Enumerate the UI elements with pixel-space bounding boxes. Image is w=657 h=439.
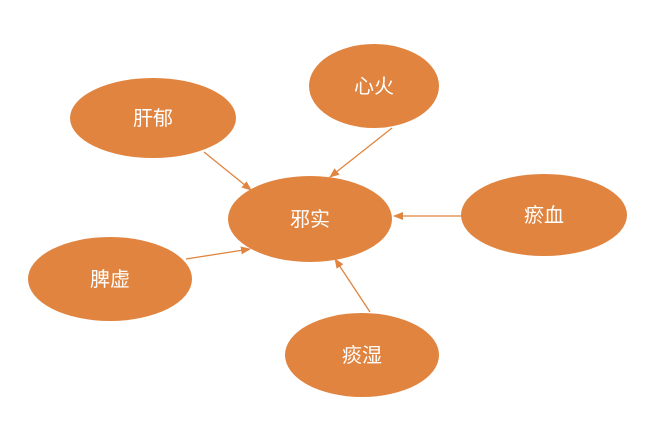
node-label: 肝郁 [133,106,173,130]
edge-pi-xu-to-center [185,246,251,260]
edge-gan-yu-to-center [203,151,252,191]
edge-xin-huo-to-center [329,127,393,178]
node-xin-huo: 心火 [309,44,439,128]
node-center: 邪实 [228,176,392,262]
node-label: 心火 [354,74,394,98]
node-label: 痰湿 [342,343,382,367]
node-label: 邪实 [290,207,330,231]
node-gan-yu: 肝郁 [70,78,236,158]
node-tan-shi: 痰湿 [285,313,439,397]
node-pi-xu: 脾虚 [28,237,192,321]
node-yu-xue: 瘀血 [461,174,627,256]
edge-tan-shi-to-center [334,258,371,313]
node-label: 瘀血 [524,203,564,227]
node-label: 脾虚 [90,267,130,291]
